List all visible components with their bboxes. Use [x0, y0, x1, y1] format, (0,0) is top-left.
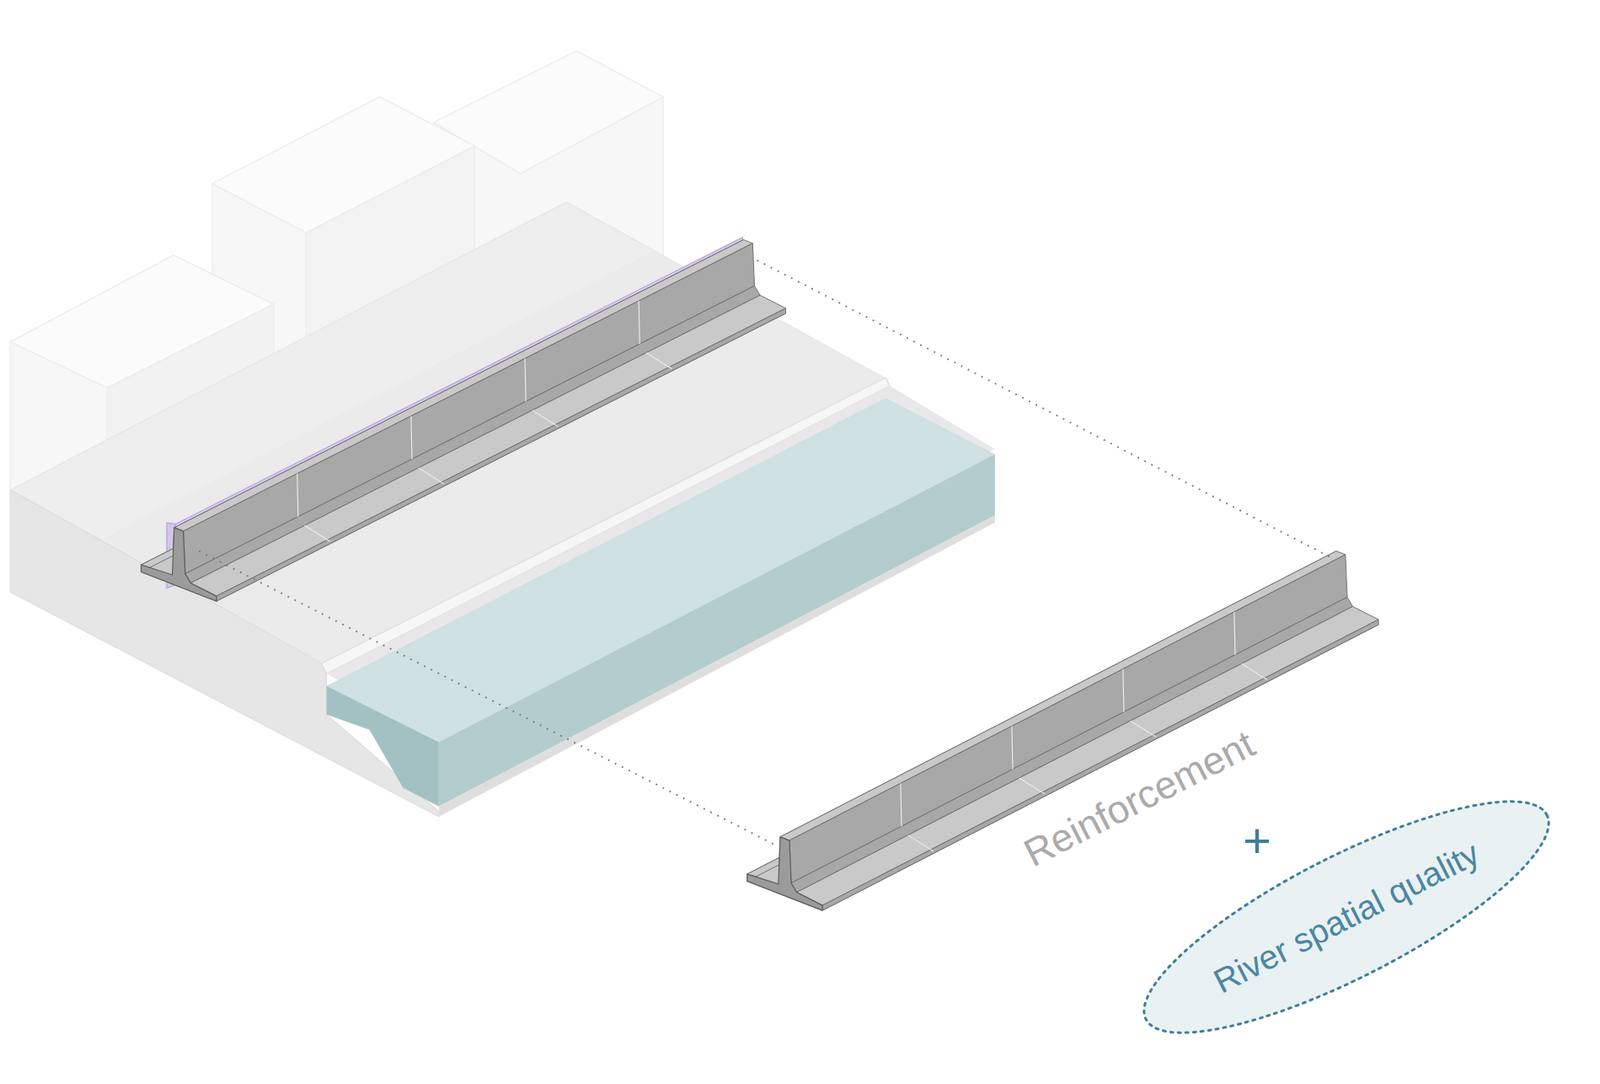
- panel-joint: [1130, 720, 1157, 737]
- wall-face: [216, 308, 787, 602]
- reinforced-wall: [747, 551, 1379, 910]
- wall-face: [747, 594, 1379, 910]
- panel-joint: [524, 358, 526, 402]
- existing-wall: [140, 237, 786, 602]
- wall-face: [174, 239, 754, 531]
- ground-platform: [10, 202, 996, 817]
- wall-end-profile: [747, 836, 823, 910]
- panel-joint: [418, 467, 445, 484]
- wall-face: [780, 551, 1346, 841]
- wall-face: [190, 294, 786, 596]
- wall-face: [822, 619, 1379, 910]
- wall-face: [797, 606, 1379, 906]
- water-front: [438, 454, 996, 807]
- wall-face: [183, 243, 755, 574]
- flood-walls: [140, 237, 1379, 911]
- wall-end-profile: [140, 527, 216, 601]
- ellipse-bubble: River spatial quality: [1114, 757, 1578, 1077]
- panel-joint: [1234, 611, 1236, 655]
- projection-lines: [198, 260, 1335, 846]
- panel-joint: [908, 834, 935, 851]
- plus-sign: +: [1242, 811, 1272, 868]
- panel-joint: [900, 782, 902, 826]
- panel-joint: [1011, 725, 1013, 769]
- panel-joint: [532, 410, 559, 427]
- wall-face: [789, 554, 1348, 883]
- panel-joint: [1241, 663, 1269, 680]
- panel-joint: [1019, 777, 1046, 794]
- panel-joint: [304, 524, 331, 541]
- projection-line: [757, 260, 1335, 560]
- panel-joint: [411, 416, 413, 460]
- wall-face: [791, 597, 1353, 893]
- panel-joint: [297, 473, 299, 517]
- panel-joint: [1123, 668, 1124, 712]
- projection-line: [198, 551, 776, 846]
- water-slope: [326, 685, 439, 807]
- wall-face: [140, 283, 786, 601]
- panel-joint: [638, 300, 640, 344]
- panel-joint: [646, 352, 673, 369]
- dashed-ellipse: [1118, 760, 1574, 1074]
- wall-face: [185, 285, 760, 583]
